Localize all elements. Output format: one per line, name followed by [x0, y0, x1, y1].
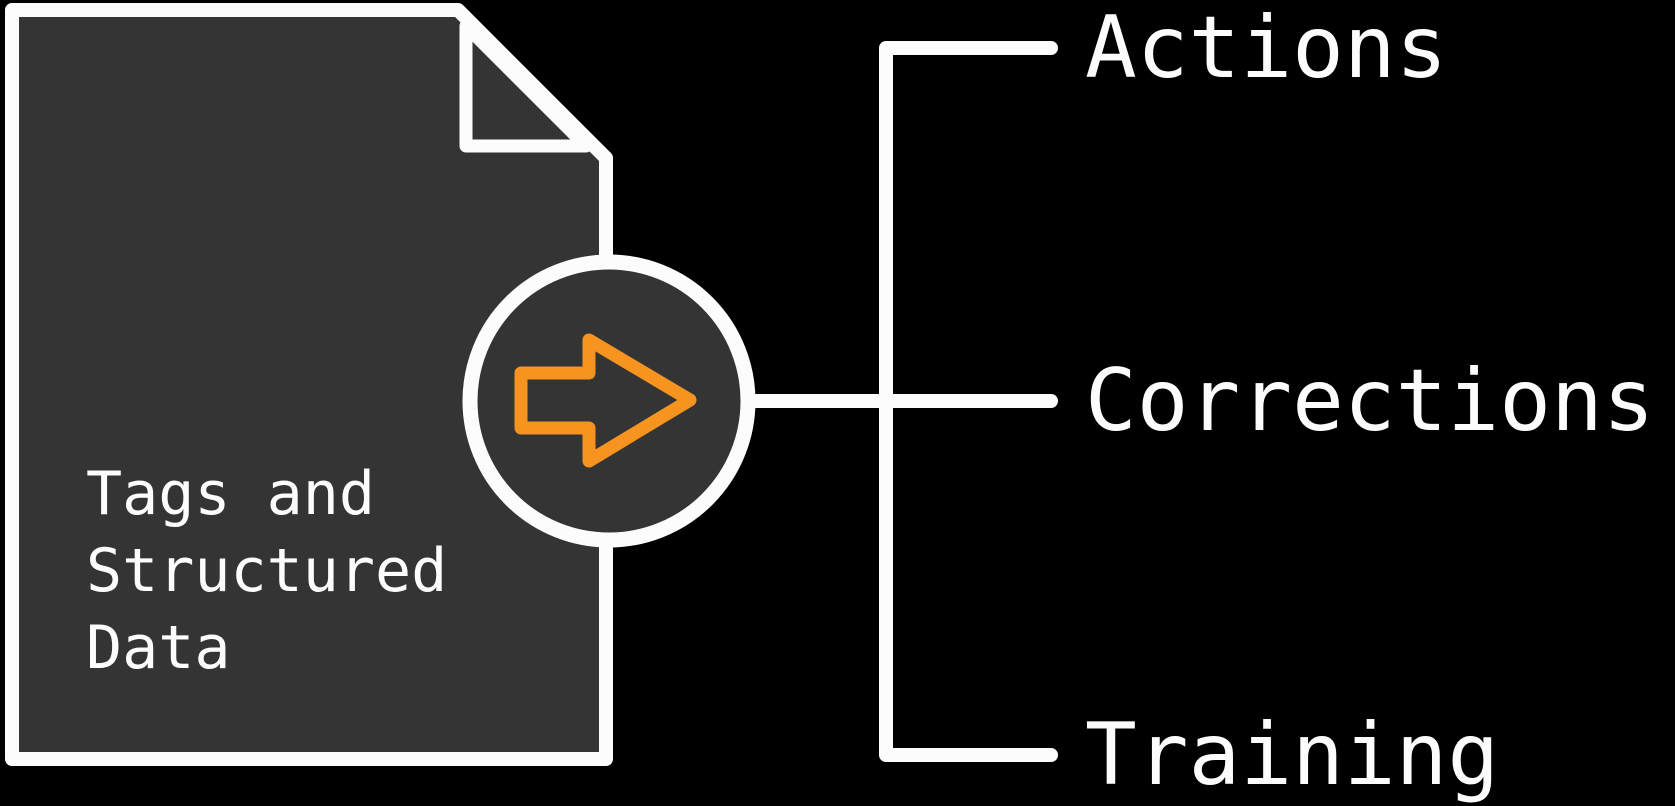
branch-label-actions: Actions — [1085, 0, 1448, 98]
folded-corner-icon — [459, 19, 593, 153]
arrow-right-icon — [514, 333, 697, 468]
document-label: Tags and Structured Data — [86, 459, 448, 683]
branch-label-training: Training — [1085, 705, 1500, 805]
branch-bracket — [879, 41, 1058, 762]
branch-label-corrections: Corrections — [1085, 351, 1655, 451]
transform-circle-badge — [462, 254, 756, 548]
